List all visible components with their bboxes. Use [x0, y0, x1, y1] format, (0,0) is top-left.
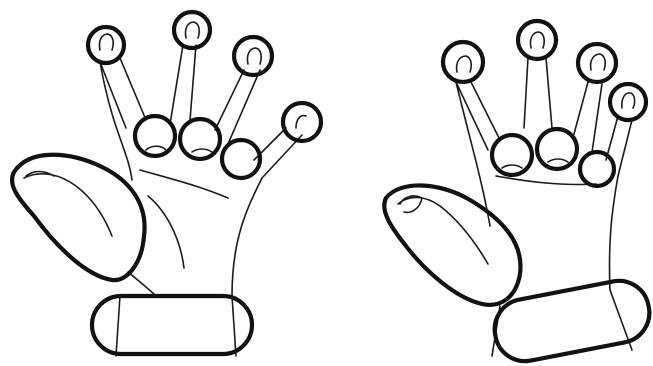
left-ring-tip-marker — [231, 34, 275, 78]
left-thenar-pad-marker — [9, 152, 147, 283]
right-thenar-pad-marker — [382, 183, 523, 307]
left-knuckle-2-marker — [177, 116, 223, 162]
right-knuckle-1-marker — [489, 132, 535, 178]
left-hand-outline — [99, 44, 303, 357]
left-middle-tip-marker — [171, 9, 213, 51]
left-little-tip-marker — [280, 100, 324, 144]
left-knuckle-1-marker — [132, 113, 178, 159]
left-knuckle-3-marker — [219, 137, 263, 181]
right-index-tip-marker — [440, 39, 486, 85]
right-knuckle-2-marker — [534, 126, 580, 172]
right-knuckle-3-marker — [577, 149, 617, 189]
left-wrist-band-marker — [89, 293, 255, 357]
left-index-tip-marker — [85, 24, 127, 66]
right-little-tip-marker — [607, 81, 649, 123]
right-wrist-band-marker — [492, 278, 652, 364]
right-middle-tip-marker — [515, 18, 559, 62]
right-hand — [382, 18, 652, 364]
left-hand — [9, 9, 324, 357]
right-ring-tip-marker — [575, 41, 619, 85]
